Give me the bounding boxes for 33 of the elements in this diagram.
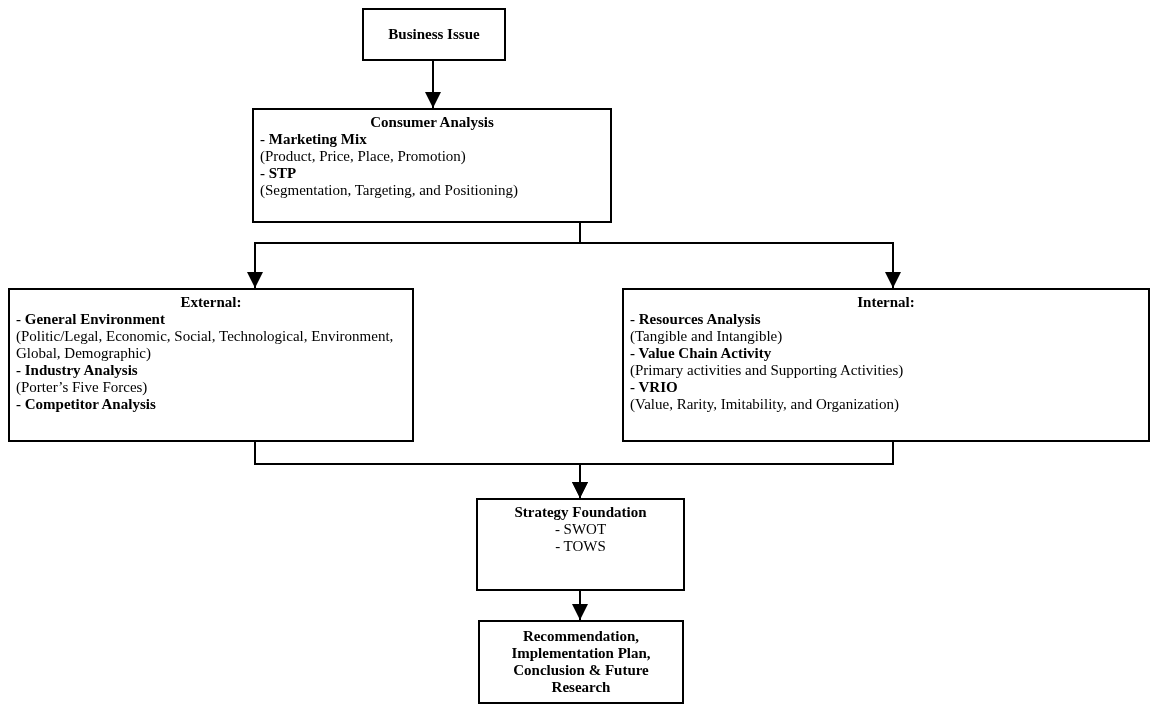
box-text: - Value Chain Activity xyxy=(630,345,773,362)
box-text: (Segmentation, Targeting, and Positioning) xyxy=(260,182,519,199)
box-text: - Resources Analysis xyxy=(630,311,762,328)
box-text: - Marketing Mix xyxy=(260,131,368,148)
box-text: - General Environment xyxy=(16,311,166,328)
box-text: (Politic/Legal, Economic, Social, Technological, Environment, Global, Demographic) xyxy=(16,328,395,362)
box-text: - VRIO xyxy=(630,379,679,396)
box-text: - STP xyxy=(260,165,298,182)
box-text: - TOWS xyxy=(554,538,607,555)
box-heading: Consumer Analysis xyxy=(369,114,495,131)
box-text: Business Issue xyxy=(387,26,481,43)
arrow xyxy=(572,441,894,499)
arrow xyxy=(425,60,441,109)
box-text: (Product, Price, Place, Promotion) xyxy=(260,148,467,165)
process-box xyxy=(8,288,414,442)
process-box xyxy=(476,498,685,591)
box-heading: Internal: xyxy=(856,294,916,311)
box-text: - Competitor Analysis xyxy=(16,396,157,413)
box-text: - Industry Analysis xyxy=(16,362,139,379)
arrow xyxy=(579,222,901,289)
box-heading: Strategy Foundation xyxy=(513,504,648,521)
box-text: (Primary activities and Supporting Activities) xyxy=(630,362,905,379)
process-box xyxy=(362,8,506,61)
arrow xyxy=(572,590,588,621)
box-text: (Value, Rarity, Imitability, and Organization) xyxy=(630,396,900,413)
box-text: - SWOT xyxy=(553,521,608,538)
process-box xyxy=(478,620,684,704)
process-box xyxy=(622,288,1150,442)
box-heading: External: xyxy=(179,294,243,311)
process-box xyxy=(252,108,612,223)
box-text: (Tangible and Intangible) xyxy=(630,328,784,345)
box-text: (Porter’s Five Forces) xyxy=(16,379,149,396)
box-text: Recommendation, Implementation Plan, Conclusion & Future Research xyxy=(510,628,652,696)
